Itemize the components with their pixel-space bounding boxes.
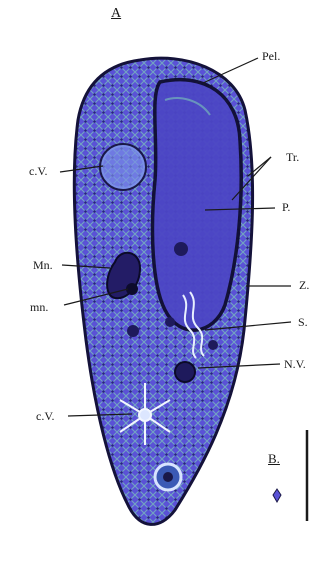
label-s: S. [298,316,308,328]
panel-b-label: B. [268,452,280,465]
peristome [152,80,241,330]
food-vacuole [208,340,218,350]
food-vacuole [165,317,175,327]
label-z: Z. [299,279,309,291]
panel-a-label: A [111,7,121,21]
food-vacuole [174,242,188,256]
scale-specimen [273,489,281,502]
label-pel: Pel. [262,50,280,62]
label-mn-upper: Mn. [33,259,53,271]
label-mn-lower: mn. [30,301,48,313]
label-cv-top: c.V. [29,165,47,177]
food-vacuole [127,325,139,337]
label-nv: N.V. [284,358,306,370]
nutritive-vacuole [175,362,195,382]
label-tr: Tr. [286,151,299,163]
label-cv-bottom: c.V. [36,410,54,422]
label-p: P. [282,201,290,213]
